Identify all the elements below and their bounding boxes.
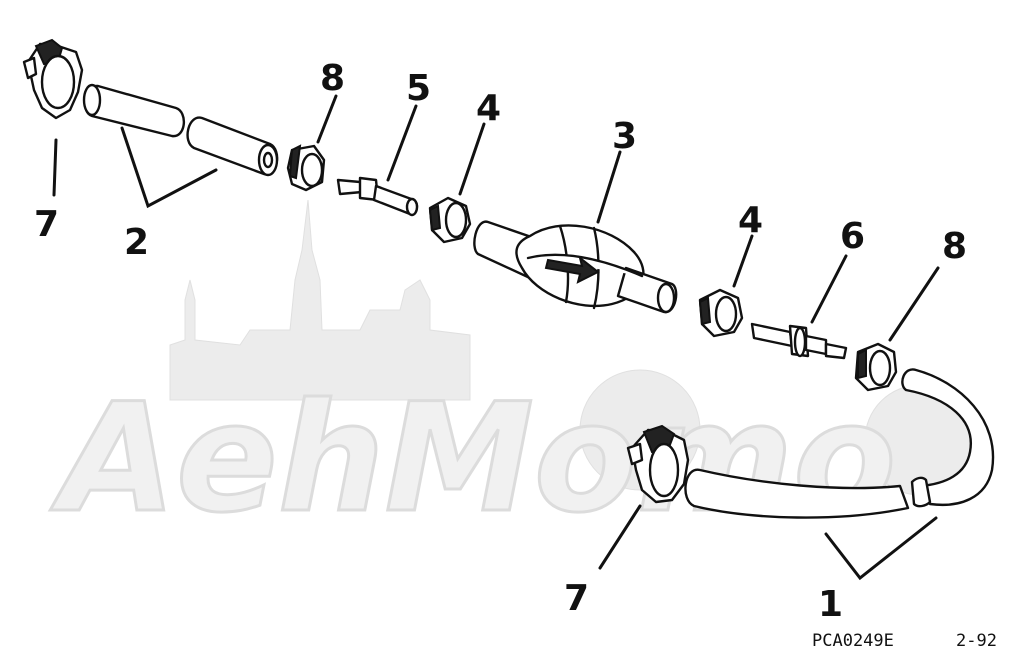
page-number: 2-92 [956,631,997,648]
leader-4a [458,122,486,196]
callout-6: 6 [840,216,865,257]
leader-7b [598,504,642,570]
callout-8-right: 8 [942,226,967,267]
callout-2: 2 [124,222,149,263]
hose-fitting [750,322,848,360]
joint-nut-b [698,288,744,338]
leader-8b [888,266,940,342]
figure-code: PCA0249E [812,631,894,648]
hose-clamp-bottom [626,424,690,504]
hose-connector [336,176,419,217]
fuel-hose-short-b [186,116,279,177]
joint-nut-a [428,196,472,244]
leader-8a [316,94,338,144]
leader-4b [732,234,754,288]
hose-clamp-top [22,38,84,120]
watermark-text: AehMomo [50,372,896,546]
callout-numbers: 7 2 8 5 4 3 4 6 8 7 1 [34,58,967,625]
callout-1: 1 [818,584,843,625]
callout-5: 5 [406,68,431,109]
hose-fitting-nut-b [854,342,898,392]
footer: PCA0249E 2-92 [812,631,997,648]
leader-2 [120,126,218,209]
leader-6 [810,254,848,324]
watermark: AehMomo [49,199,976,548]
callout-4-right: 4 [738,200,763,241]
callout-3: 3 [612,116,637,157]
leader-3 [596,150,622,224]
leader-7a [52,138,58,197]
primer-bulb [473,220,678,314]
hose-fitting-nut-a [286,144,326,192]
fuel-hose-long [684,368,995,519]
callout-7-top: 7 [34,204,59,245]
fuel-hose-short-a [82,83,185,138]
callout-8-left: 8 [320,58,345,99]
leader-lines [52,94,940,581]
leader-1 [824,516,938,581]
leader-5 [386,104,418,182]
callout-4-left: 4 [476,88,501,129]
watermark-skyline [169,199,471,401]
callout-7-bottom: 7 [564,578,589,619]
